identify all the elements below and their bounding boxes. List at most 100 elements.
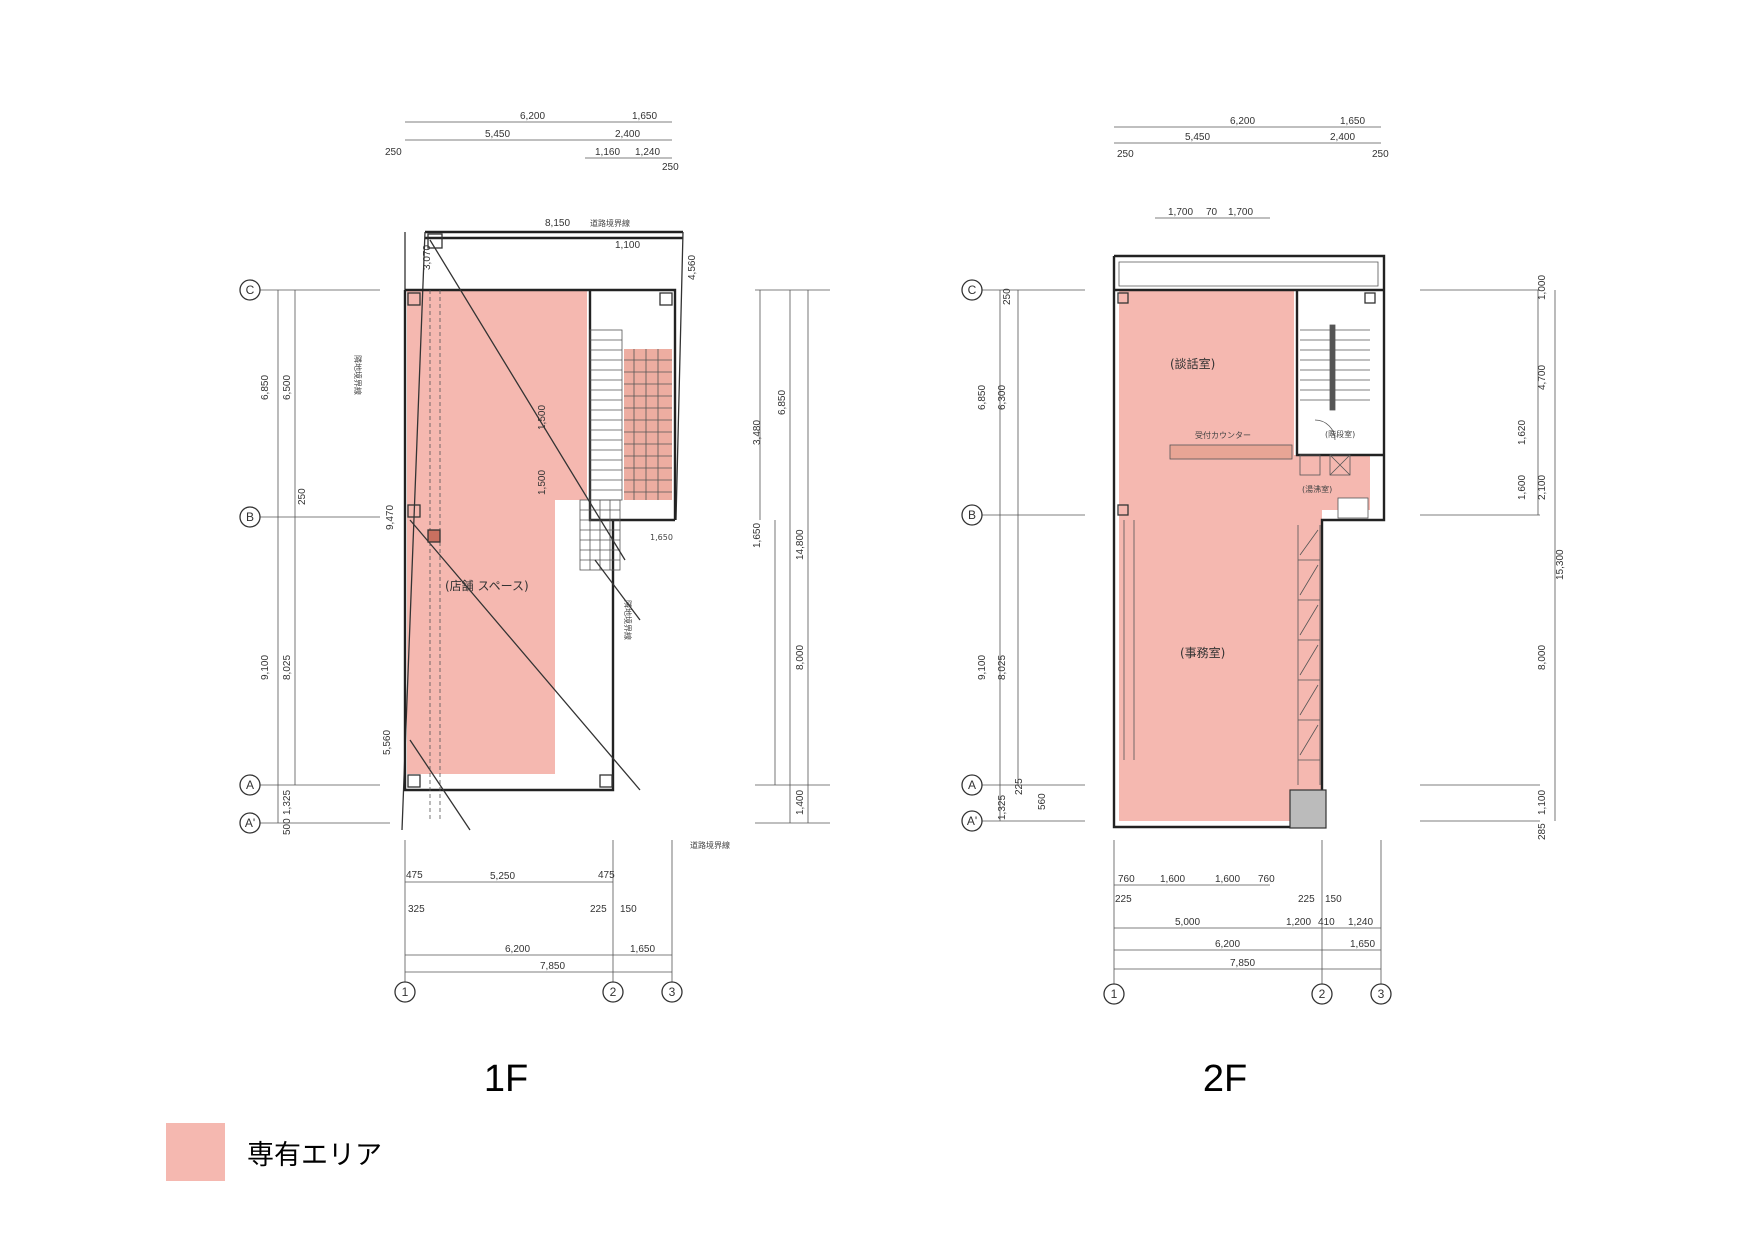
svg-text:2: 2 xyxy=(1319,987,1326,1001)
svg-text:B: B xyxy=(246,510,254,524)
exclusive-area-1f xyxy=(407,290,587,774)
walls-2f xyxy=(1112,254,1386,829)
svg-text:6,300: 6,300 xyxy=(997,385,1008,410)
svg-text:4,560: 4,560 xyxy=(687,255,698,280)
svg-text:3: 3 xyxy=(669,985,676,999)
svg-text:6,850: 6,850 xyxy=(777,390,788,415)
svg-text:285: 285 xyxy=(1537,823,1548,840)
svg-text:1,650: 1,650 xyxy=(632,111,657,122)
columns-1f xyxy=(407,233,673,788)
svg-text:1,650: 1,650 xyxy=(630,944,655,955)
svg-text:150: 150 xyxy=(1325,894,1342,905)
legend-swatch-exclusive-area xyxy=(166,1123,225,1181)
svg-text:475: 475 xyxy=(406,870,423,881)
svg-text:隣地境界線: 隣地境界線 xyxy=(353,355,363,395)
svg-text:760: 760 xyxy=(1118,874,1135,885)
svg-text:3,480: 3,480 xyxy=(752,420,763,445)
svg-text:1,000: 1,000 xyxy=(1537,275,1548,300)
svg-text:2,400: 2,400 xyxy=(1330,132,1355,143)
svg-text:225: 225 xyxy=(1115,894,1132,905)
svg-text:760: 760 xyxy=(1258,874,1275,885)
svg-text:1,200: 1,200 xyxy=(1286,917,1311,928)
grid-bubble-c-1f: C xyxy=(239,279,261,301)
reception-counter xyxy=(1169,444,1293,460)
svg-text:道路境界線: 道路境界線 xyxy=(690,840,730,850)
svg-text:3,070: 3,070 xyxy=(422,245,433,270)
room-label-lounge: (談話室) xyxy=(1170,356,1215,371)
svg-text:1,100: 1,100 xyxy=(1537,790,1548,815)
svg-text:14,800: 14,800 xyxy=(795,529,806,560)
svg-text:5,250: 5,250 xyxy=(490,871,515,882)
grid-bubble-b-2f: B xyxy=(961,504,983,526)
svg-text:1: 1 xyxy=(402,985,409,999)
svg-text:70: 70 xyxy=(1206,207,1218,218)
svg-text:5,450: 5,450 xyxy=(485,129,510,140)
exclusive-area-2f xyxy=(1119,290,1370,821)
grid-bubble-b-1f: B xyxy=(239,506,261,528)
room-label-office: (事務室) xyxy=(1180,645,1225,660)
svg-text:250: 250 xyxy=(1117,149,1134,160)
svg-text:250: 250 xyxy=(1002,288,1013,305)
svg-text:隣地境界線: 隣地境界線 xyxy=(623,600,633,640)
svg-text:1,650: 1,650 xyxy=(650,533,673,542)
svg-text:250: 250 xyxy=(1372,149,1389,160)
grid-bubble-2-2f: 2 xyxy=(1311,983,1333,1005)
grid-bubble-c-2f: C xyxy=(961,279,983,301)
svg-text:道路境界線: 道路境界線 xyxy=(590,218,630,228)
svg-text:1,100: 1,100 xyxy=(615,240,640,251)
svg-text:15,300: 15,300 xyxy=(1555,549,1566,580)
notes-1f: 道路境界線 道路境界線 隣地境界線 隣地境界線 1,650 xyxy=(353,218,730,850)
road-boundary-line xyxy=(425,230,683,240)
svg-text:1,650: 1,650 xyxy=(1340,116,1365,127)
svg-text:1,325: 1,325 xyxy=(282,790,293,815)
svg-text:9,100: 9,100 xyxy=(977,655,988,680)
svg-text:7,850: 7,850 xyxy=(1230,958,1255,969)
svg-text:560: 560 xyxy=(1037,793,1048,810)
svg-text:6,200: 6,200 xyxy=(1215,939,1240,950)
svg-text:6,200: 6,200 xyxy=(505,944,530,955)
svg-text:9,100: 9,100 xyxy=(260,655,271,680)
svg-text:1,500: 1,500 xyxy=(537,405,548,430)
svg-text:1,240: 1,240 xyxy=(635,147,660,158)
floor-title-2f: 2F xyxy=(1202,1058,1248,1100)
svg-text:1,500: 1,500 xyxy=(537,470,548,495)
grid-bubble-1-1f: 1 xyxy=(394,981,416,1003)
room-label-kitchenette: (湯沸室) xyxy=(1302,484,1332,494)
svg-text:1,325: 1,325 xyxy=(997,795,1008,820)
room-label-store-space: (店舗 スペース) xyxy=(445,579,529,593)
legend: 専有エリア xyxy=(166,1123,382,1181)
svg-text:A: A xyxy=(968,778,976,792)
svg-text:1,650: 1,650 xyxy=(752,523,763,548)
svg-text:8,150: 8,150 xyxy=(545,218,570,229)
svg-text:3: 3 xyxy=(1378,987,1385,1001)
svg-text:225: 225 xyxy=(1298,894,1315,905)
svg-text:A': A' xyxy=(245,816,255,830)
reception-counter-label: 受付カウンター xyxy=(1195,430,1251,440)
svg-text:1,620: 1,620 xyxy=(1517,420,1528,445)
svg-text:225: 225 xyxy=(1014,778,1025,795)
svg-text:1,650: 1,650 xyxy=(1350,939,1375,950)
svg-text:250: 250 xyxy=(385,147,402,158)
legend-label: 専有エリア xyxy=(247,1139,382,1171)
kitchenette xyxy=(1299,454,1369,519)
svg-text:1,160: 1,160 xyxy=(595,147,620,158)
svg-text:325: 325 xyxy=(408,904,425,915)
svg-text:6,850: 6,850 xyxy=(260,375,271,400)
grid-bubble-a2-1f: A' xyxy=(239,812,261,834)
svg-text:225: 225 xyxy=(590,904,607,915)
svg-text:5,560: 5,560 xyxy=(382,730,393,755)
walls-1f xyxy=(403,288,677,792)
svg-text:C: C xyxy=(968,283,977,297)
svg-text:6,200: 6,200 xyxy=(1230,116,1255,127)
svg-text:6,850: 6,850 xyxy=(977,385,988,410)
svg-text:8,025: 8,025 xyxy=(997,655,1008,680)
svg-text:8,000: 8,000 xyxy=(795,645,806,670)
grid-bubble-3-1f: 3 xyxy=(661,981,683,1003)
svg-text:4,700: 4,700 xyxy=(1537,365,1548,390)
room-label-stairwell: (階段室) xyxy=(1325,429,1355,439)
stairs-2f xyxy=(1300,324,1370,441)
svg-text:475: 475 xyxy=(598,870,615,881)
